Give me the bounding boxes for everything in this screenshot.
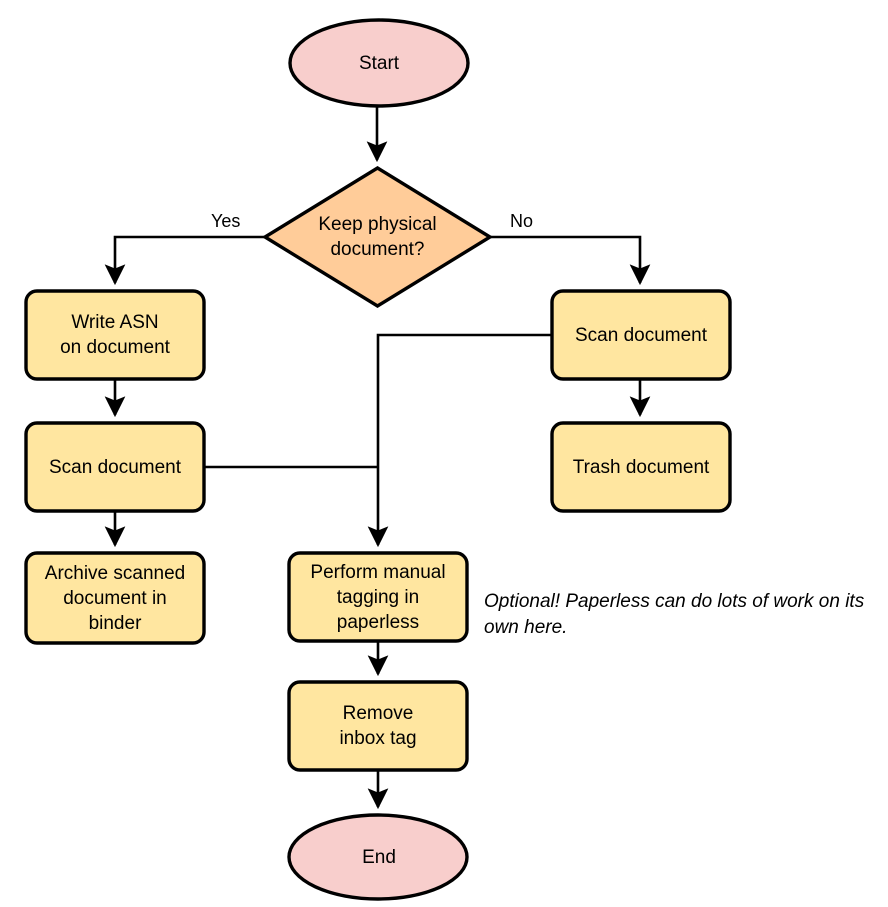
node-layer xyxy=(24,18,732,901)
node-scan-document-left[interactable] xyxy=(24,421,206,513)
node-end[interactable] xyxy=(287,813,469,901)
node-archive-scanned-document-in-binder[interactable] xyxy=(24,551,206,645)
node-trash-document[interactable] xyxy=(550,421,732,513)
annotation-optional-paperless: Optional! Paperless can do lots of work … xyxy=(484,591,865,638)
node-perform-manual-tagging-in-paperless[interactable] xyxy=(287,551,469,643)
edge-label-yes: Yes xyxy=(211,211,241,231)
edge-layer xyxy=(104,106,651,810)
node-remove-inbox-tag[interactable] xyxy=(287,680,469,772)
edge-decision-to-write-asn xyxy=(104,235,265,286)
node-write-asn-on-document[interactable] xyxy=(24,289,206,381)
edge-scan-document-right-to-tagging xyxy=(367,333,552,548)
edge-label-no: No xyxy=(510,211,534,231)
node-decision-keep-physical-document[interactable] xyxy=(261,166,494,308)
edge-decision-to-scan-document-right xyxy=(490,235,651,286)
node-start[interactable] xyxy=(288,18,470,108)
node-scan-document-right[interactable] xyxy=(550,289,732,381)
